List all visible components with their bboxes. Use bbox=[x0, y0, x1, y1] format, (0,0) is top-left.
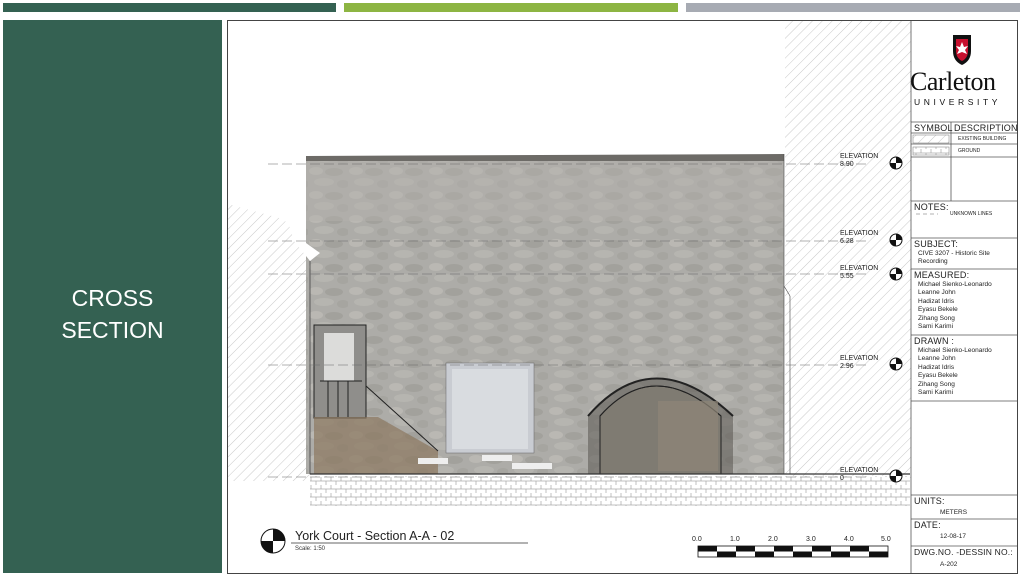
legend-description-header: DESCRIPTION bbox=[954, 123, 1018, 133]
drawn-names: Michael Sienko-Leonardo Leanne John Hadi… bbox=[918, 347, 992, 397]
elevation-marker-icon bbox=[889, 267, 903, 281]
elevation-marker-icon bbox=[889, 233, 903, 247]
section-drawing bbox=[228, 21, 1017, 573]
scalebar-tick-label: 0.0 bbox=[692, 536, 702, 543]
measured-names: Michael Sienko-Leonardo Leanne John Hadi… bbox=[918, 281, 992, 331]
dwg-label: DWG.NO. -DESSIN NO.: bbox=[914, 547, 1013, 557]
scalebar-tick-label: 3.0 bbox=[806, 536, 816, 543]
ground-hatch bbox=[310, 476, 910, 506]
elevation-marker-icon bbox=[889, 469, 903, 483]
date-value: 12-08-17 bbox=[940, 533, 967, 540]
existing-building-hatch-left bbox=[228, 204, 310, 481]
elevation-marker-icon bbox=[889, 357, 903, 371]
logo-wordmark: Carleton bbox=[910, 67, 996, 96]
slide-title: CROSS SECTION bbox=[61, 285, 164, 343]
notes-label: NOTES: bbox=[914, 202, 949, 212]
drawing-title: York Court - Section A-A - 02 bbox=[295, 529, 455, 543]
date-label: DATE: bbox=[914, 520, 941, 530]
legend-ground-symbol bbox=[912, 146, 950, 156]
section-title-marker-icon bbox=[260, 528, 286, 554]
legend-ground: GROUND bbox=[958, 148, 981, 154]
accent-bar-grey bbox=[686, 3, 1020, 12]
subject-label: SUBJECT: bbox=[914, 239, 959, 249]
slide-title-panel: CROSS SECTION bbox=[3, 20, 222, 573]
scalebar-tick-label: 4.0 bbox=[844, 536, 854, 543]
legend-symbol-header: SYMBOL bbox=[914, 123, 953, 133]
drawing-scale: Scale: 1:50 bbox=[295, 546, 326, 552]
title-block-frame bbox=[910, 21, 1017, 573]
accent-bar-green bbox=[3, 3, 336, 12]
units-label: UNITS: bbox=[914, 496, 945, 506]
drawn-label: DRAWN : bbox=[914, 336, 955, 346]
legend-existing-building: EXISTING BUILDING bbox=[958, 136, 1007, 142]
logo-university: UNIVERSITY bbox=[914, 97, 1002, 107]
notes-unknown-lines: UNKNOWN LINES bbox=[950, 211, 993, 217]
scalebar-tick-label: 1.0 bbox=[730, 536, 740, 543]
scalebar-tick-label: 5.0 bbox=[881, 536, 891, 543]
accent-bar-lime bbox=[344, 3, 678, 12]
existing-building-hatch-right bbox=[785, 21, 911, 481]
elevation-marker-icon bbox=[889, 156, 903, 170]
dwg-value: A-202 bbox=[940, 561, 958, 568]
units-value: METERS bbox=[940, 509, 968, 516]
carleton-crest-icon bbox=[953, 35, 971, 65]
scale-bar bbox=[697, 545, 889, 558]
measured-label: MEASURED: bbox=[914, 270, 970, 280]
scalebar-tick-label: 2.0 bbox=[768, 536, 778, 543]
legend-existing-building-symbol bbox=[912, 134, 950, 144]
